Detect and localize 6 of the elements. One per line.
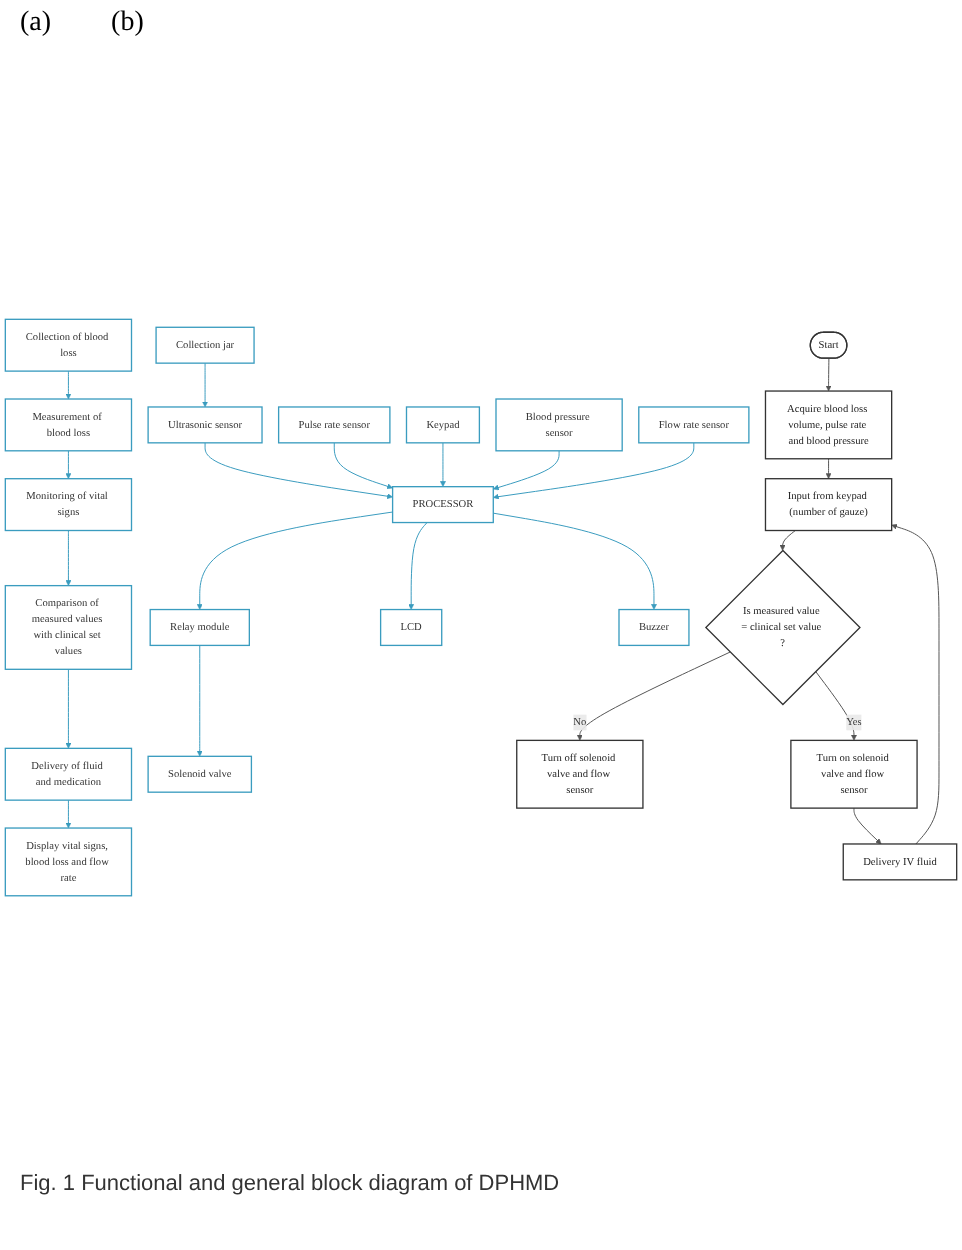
arrow bbox=[492, 513, 657, 611]
panel-label: (b) bbox=[111, 8, 144, 40]
arrow bbox=[65, 800, 72, 829]
panel-label: (a) bbox=[20, 8, 52, 40]
arrow bbox=[815, 671, 857, 742]
figure-caption: Fig. 1 Functional and general block diagram of DPHMD bbox=[18, 1170, 562, 1200]
